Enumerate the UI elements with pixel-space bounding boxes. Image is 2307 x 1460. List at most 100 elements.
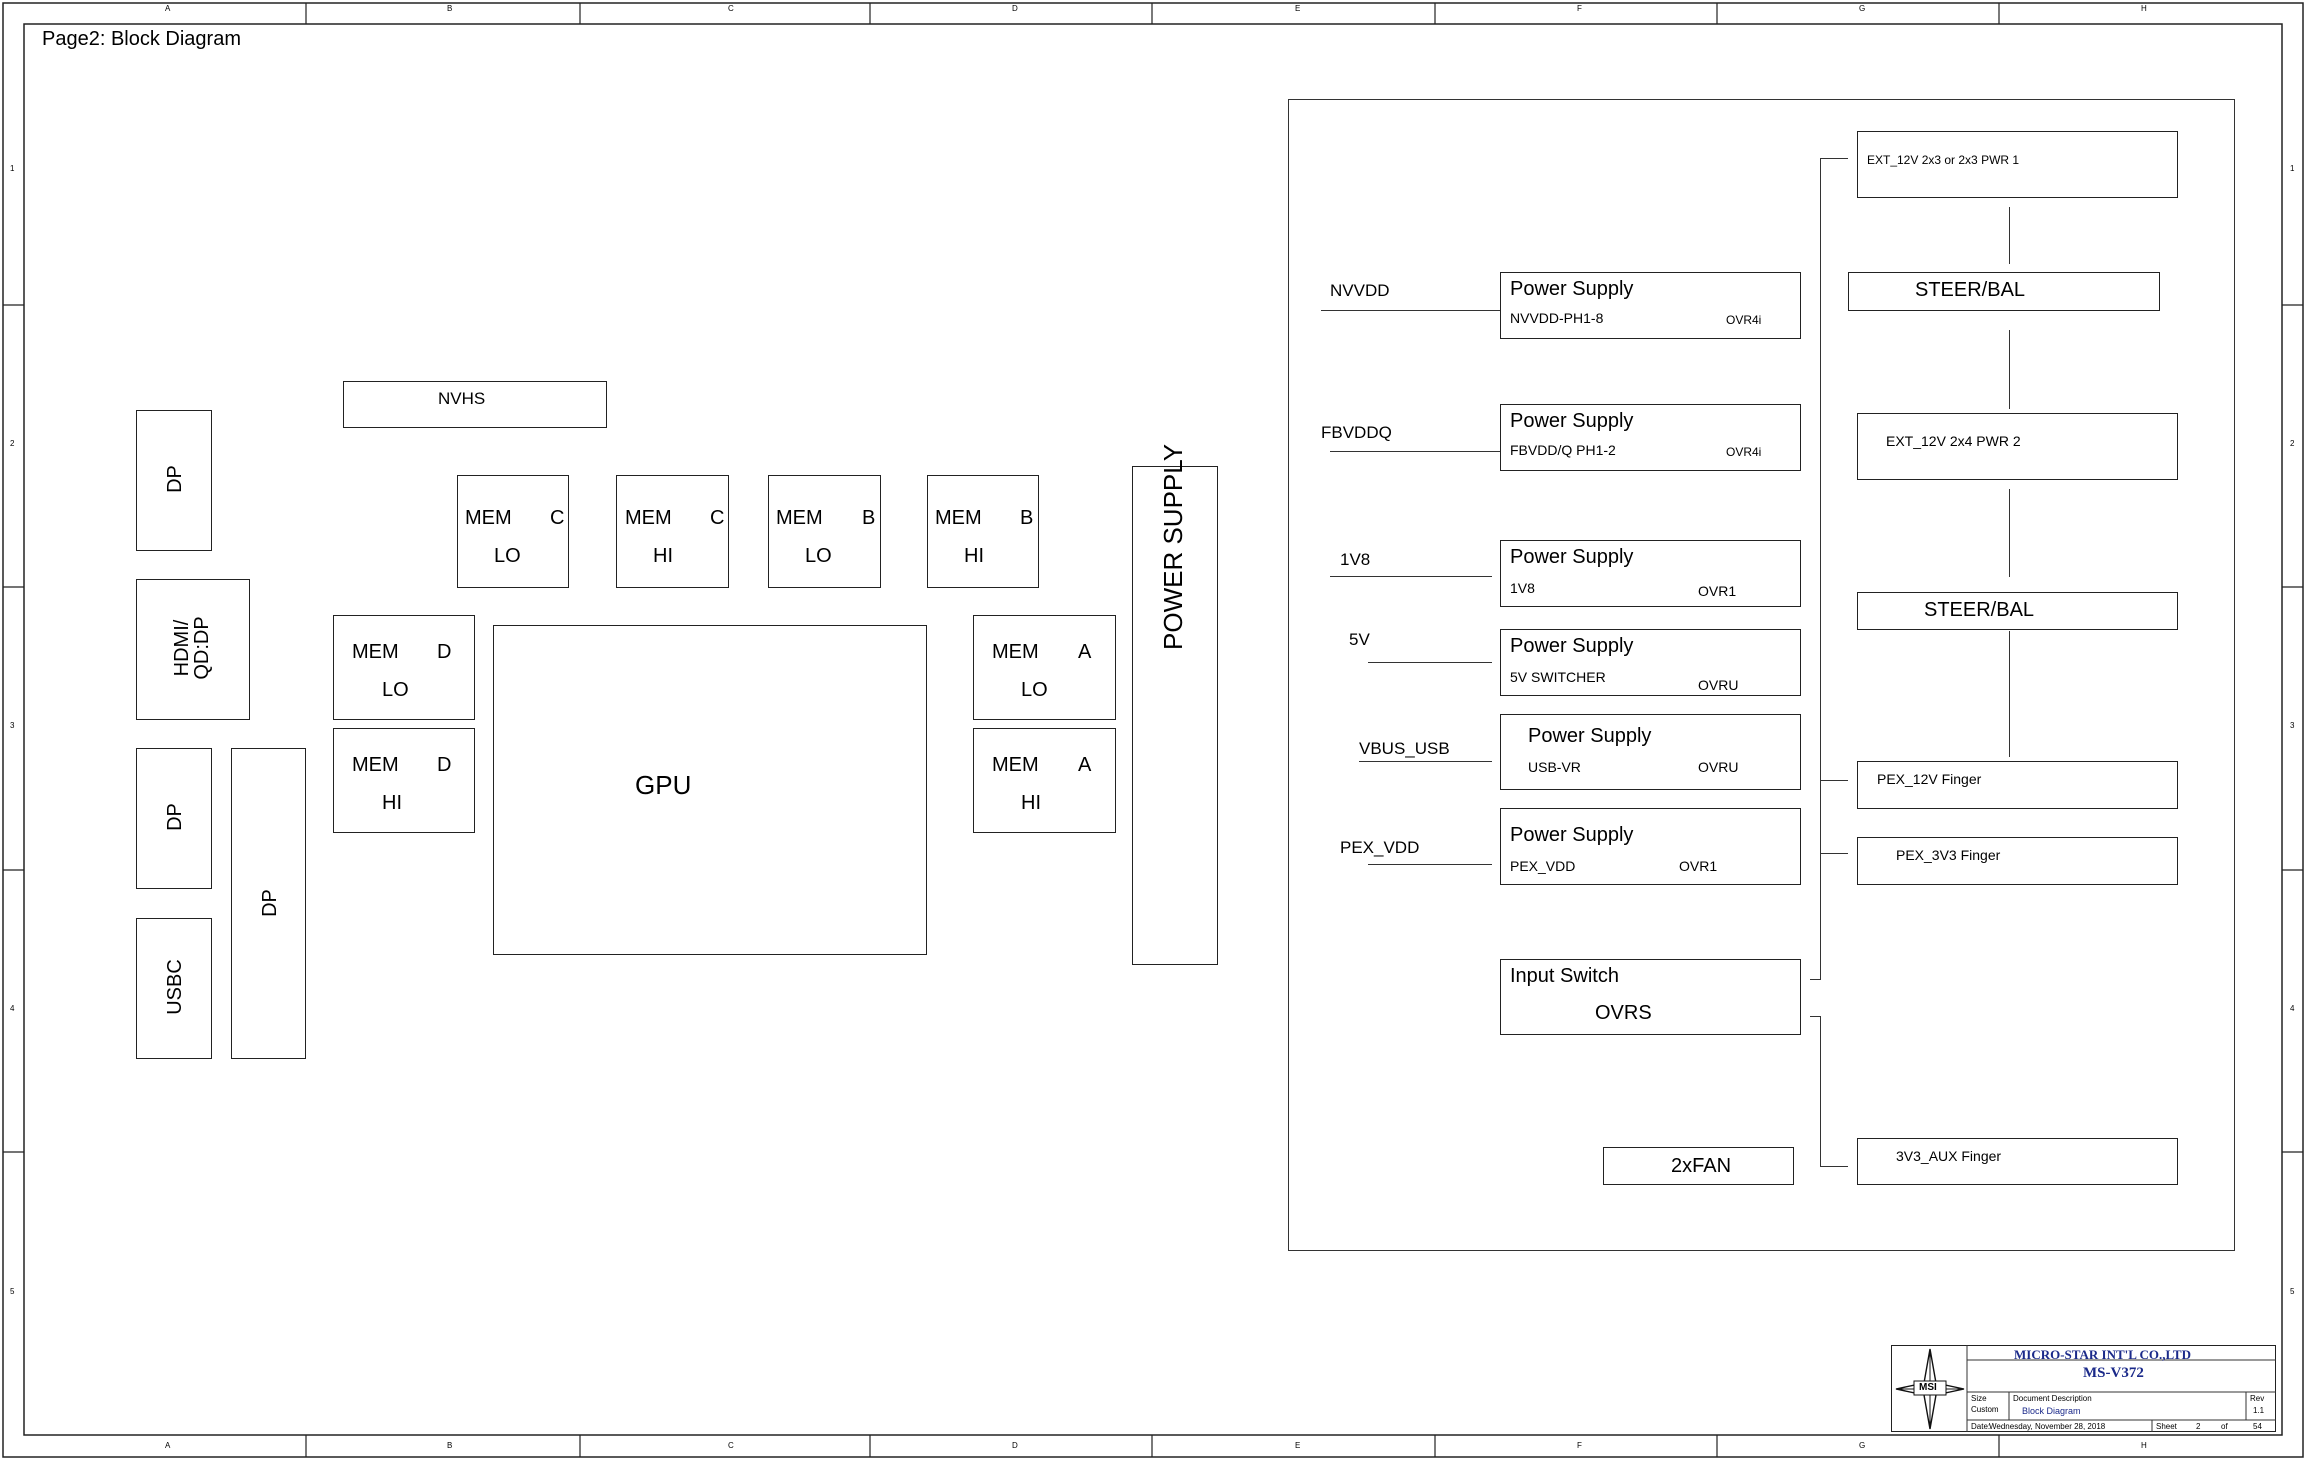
- row-label-4-left: 4: [10, 1004, 15, 1013]
- col-label-e-top: E: [1295, 4, 1301, 13]
- ps-5v-block: Power Supply 5V SWITCHER OVRU: [1500, 629, 1801, 696]
- col-label-f-top: F: [1577, 4, 1582, 13]
- ps-1v8-sub: 1V8: [1510, 580, 1535, 596]
- mem-c-lo-mem: MEM: [465, 507, 512, 529]
- col-label-d-top: D: [1012, 4, 1018, 13]
- mem-c-lo-half: LO: [494, 545, 521, 567]
- mem-a-hi-block: MEM A HI: [973, 728, 1116, 833]
- rail-label-pexvdd: PEX_VDD: [1340, 838, 1420, 857]
- ext-pwr1-block: EXT_12V 2x3 or 2x3 PWR 1: [1857, 131, 2178, 198]
- mem-b-lo-block: MEM B LO: [768, 475, 881, 588]
- rail-label-1v8: 1V8: [1340, 550, 1371, 569]
- size-value: Custom: [1971, 1405, 1999, 1414]
- ps-nvvdd-ovr: OVR4i: [1726, 313, 1762, 327]
- rail-label-fbvddq: FBVDDQ: [1321, 423, 1392, 442]
- dp-connector-mid: DP: [136, 748, 212, 889]
- ps-5v-ovr: OVRU: [1698, 677, 1739, 693]
- mem-b-lo-mem: MEM: [776, 507, 823, 529]
- ext-pwr2-label: EXT_12V 2x4 PWR 2: [1886, 433, 2021, 449]
- col-label-b-bottom: B: [447, 1441, 453, 1450]
- ps-vbus-ovr: OVRU: [1698, 759, 1739, 775]
- mem-d-hi-half: HI: [382, 792, 402, 814]
- nvhs-label: NVHS: [438, 389, 486, 408]
- mem-d-lo-channel: D: [437, 641, 452, 663]
- row-label-4-right: 4: [2290, 1004, 2295, 1013]
- mem-b-lo-half: LO: [805, 545, 832, 567]
- 1v8-wire: [1330, 576, 1492, 577]
- gpu-block: GPU: [493, 625, 927, 955]
- col-label-a-top: A: [165, 4, 171, 13]
- msi-logo-icon: [1895, 1348, 1965, 1430]
- mem-c-hi-channel: C: [710, 507, 725, 529]
- row-label-3-right: 3: [2290, 721, 2295, 730]
- ps-5v-title: Power Supply: [1510, 635, 1634, 657]
- nvhs-block: NVHS: [343, 381, 607, 428]
- input-switch-sub: OVRS: [1595, 1002, 1652, 1024]
- company-name: MICRO-STAR INT'L CO.,LTD: [2014, 1347, 2191, 1362]
- page-title: Page2: Block Diagram: [42, 28, 241, 50]
- ps-vbus-title: Power Supply: [1528, 725, 1652, 747]
- pexvdd-wire: [1368, 864, 1492, 865]
- mem-b-hi-block: MEM B HI: [927, 475, 1039, 588]
- col-label-g-bottom: G: [1859, 1441, 1866, 1450]
- ps-nvvdd-sub: NVVDD-PH1-8: [1510, 310, 1604, 326]
- mem-c-lo-channel: C: [550, 507, 565, 529]
- mem-c-hi-mem: MEM: [625, 507, 672, 529]
- input-switch-title: Input Switch: [1510, 965, 1619, 987]
- pex-12v-block: PEX_12V Finger: [1857, 761, 2178, 809]
- fan-label: 2xFAN: [1671, 1155, 1732, 1177]
- mem-a-lo-block: MEM A LO: [973, 615, 1116, 720]
- mem-b-hi-half: HI: [964, 545, 984, 567]
- pex-3v3-label: PEX_3V3 Finger: [1896, 847, 2001, 863]
- ext-pwr2-block: EXT_12V 2x4 PWR 2: [1857, 413, 2178, 480]
- col-label-c-bottom: C: [728, 1441, 734, 1450]
- rail-label-nvvdd: NVVDD: [1330, 281, 1390, 300]
- hdmi-connector: HDMI/QD:DP: [136, 579, 250, 720]
- row-label-3-left: 3: [10, 721, 15, 730]
- mem-a-lo-mem: MEM: [992, 641, 1039, 663]
- mem-c-lo-block: MEM C LO: [457, 475, 569, 588]
- dp-mid-label: DP: [164, 803, 186, 831]
- bus-to-ext1: [1820, 158, 1848, 159]
- mem-d-lo-half: LO: [382, 679, 409, 701]
- row-label-5-right: 5: [2290, 1287, 2295, 1296]
- mem-d-hi-block: MEM D HI: [333, 728, 475, 833]
- steer-bal-1-label: STEER/BAL: [1915, 279, 2026, 301]
- hdmi-label: HDMI/QD:DP: [171, 616, 213, 680]
- bus-to-aux: [1820, 1166, 1848, 1167]
- mem-b-hi-channel: B: [1020, 507, 1034, 529]
- title-block-grid: [1966, 1345, 2276, 1432]
- mem-c-hi-half: HI: [653, 545, 673, 567]
- vbus-wire: [1359, 761, 1492, 762]
- fan-block: 2xFAN: [1603, 1147, 1794, 1185]
- description-label: Document Description: [2013, 1394, 2092, 1403]
- ps-1v8-block: Power Supply 1V8 OVR1: [1500, 540, 1801, 607]
- bus-to-pex33: [1820, 853, 1848, 854]
- power-supply-label: POWER SUPPLY: [1158, 443, 1188, 650]
- input-bus-line: [1820, 158, 1821, 980]
- col-label-g-top: G: [1859, 4, 1866, 13]
- row-label-1-left: 1: [10, 164, 15, 173]
- ps-fbvddq-block: Power Supply FBVDD/Q PH1-2 OVR4i: [1500, 404, 1801, 471]
- 5v-wire: [1368, 662, 1492, 663]
- ps-vbus-sub: USB-VR: [1528, 759, 1581, 775]
- size-label: Size: [1971, 1394, 1987, 1403]
- rail-label-5v: 5V: [1349, 630, 1370, 649]
- dp-top-label: DP: [164, 465, 186, 493]
- usbc-connector: USBC: [136, 918, 212, 1059]
- ps-nvvdd-title: Power Supply: [1510, 278, 1634, 300]
- bus-to-pex12: [1820, 780, 1848, 781]
- sheet-number: 2: [2196, 1422, 2201, 1431]
- switch-to-aux: [1810, 1016, 1821, 1017]
- mem-d-lo-mem: MEM: [352, 641, 399, 663]
- col-label-b-top: B: [447, 4, 453, 13]
- ps-pexvdd-block: Power Supply PEX_VDD OVR1: [1500, 808, 1801, 885]
- mem-a-hi-channel: A: [1078, 754, 1092, 776]
- mem-c-hi-block: MEM C HI: [616, 475, 729, 588]
- mem-d-lo-block: MEM D LO: [333, 615, 475, 720]
- rail-label-vbus: VBUS_USB: [1359, 739, 1450, 758]
- row-label-5-left: 5: [10, 1287, 15, 1296]
- mem-d-hi-channel: D: [437, 754, 452, 776]
